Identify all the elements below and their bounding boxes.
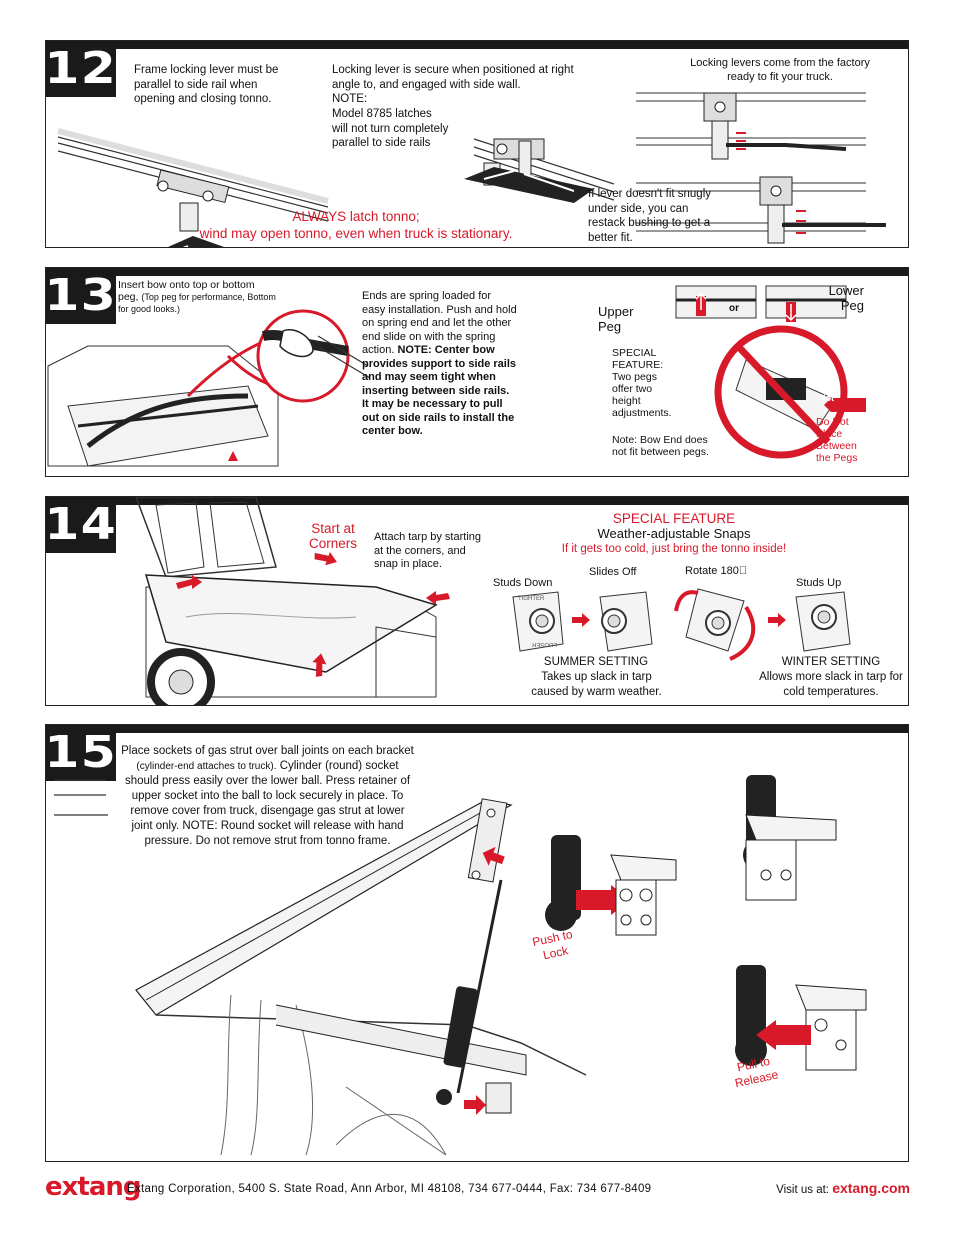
tarp-truck-illustration: [135, 497, 450, 705]
spring-note: Ends are spring loaded for easy installa…: [362, 290, 517, 437]
tighter-label: TIGHTER: [518, 596, 545, 602]
frame-lever-illustration: [57, 128, 329, 247]
cold-note: If it gets too cold, just bring the tonn…: [561, 543, 787, 555]
snap-settings-illustration: [512, 588, 851, 661]
factory-lever-illustration: [636, 92, 886, 244]
step-bar: [46, 268, 908, 276]
step-13-panel: 13 Insert bow onto top or bottom peg, (T…: [45, 267, 909, 477]
note-label: NOTE:: [332, 93, 368, 105]
studs-up-label: Studs Up: [796, 577, 842, 589]
visit-label: Visit us at:: [776, 1184, 829, 1196]
special-feature-heading: SPECIAL FEATURE: [612, 511, 736, 526]
step-14-panel: 14 Start at Corners Attach tarp by start…: [45, 496, 909, 706]
step-12-panel: 12 Frame locking lever must be parallel …: [45, 40, 909, 248]
lower-peg-label: Lower Peg: [828, 283, 864, 313]
insert-bow-note: Insert bow onto top or bottom peg, (Top …: [118, 279, 276, 314]
step-15-panel: 15 Place sockets of gas strut over ball …: [45, 724, 909, 1162]
step-bar: [46, 41, 908, 49]
step-bar: [46, 725, 908, 733]
or-label: or: [729, 303, 739, 314]
winter-desc: Allows more slack in tarp for cold tempe…: [759, 671, 903, 698]
winter-heading: WINTER SETTING: [781, 656, 881, 668]
not-label: Not: [819, 393, 834, 403]
restack-note: If lever doesn't fit snugly under side, …: [588, 188, 712, 244]
gas-strut-illustration: [54, 775, 867, 1156]
website-link[interactable]: extang.com: [832, 1180, 910, 1196]
company-address: Extang Corporation, 5400 S. State Road, …: [127, 1183, 652, 1195]
upper-peg-label: Upper Peg: [598, 304, 634, 334]
factory-note: Locking levers come from the factory rea…: [690, 57, 870, 83]
looser-label: LOOSER: [532, 641, 558, 647]
weather-heading: Weather-adjustable Snaps: [597, 526, 751, 541]
step-number: 14: [46, 497, 116, 553]
model-note: Model 8785 latches will not turn complet…: [332, 108, 449, 149]
step-number: 13: [46, 268, 116, 324]
bow-end-note: Note: Bow End does not fit between pegs.: [612, 434, 709, 458]
special-feature-note: SPECIAL FEATURE: Two pegs offer two heig…: [612, 347, 672, 419]
strut-instructions: Place sockets of gas strut over ball joi…: [121, 745, 414, 847]
latch-warning-line2: wind may open tonno, even when truck is …: [199, 226, 513, 241]
summer-heading: SUMMER SETTING: [543, 656, 649, 668]
step-bar: [46, 497, 908, 505]
secure-lever-illustration: [464, 138, 615, 203]
rotate-label: Rotate 180 : [685, 565, 748, 577]
secure-lever-note: Locking lever is secure when positioned …: [332, 64, 574, 91]
slides-off-label: Slides Off: [589, 566, 637, 578]
footer: extang Extang Corporation, 5400 S. State…: [45, 1172, 910, 1202]
step-number: 15: [46, 725, 116, 781]
website-line: Visit us at: extang.com: [776, 1180, 910, 1196]
attach-tarp-note: Attach tarp by starting at the corners, …: [374, 531, 481, 570]
summer-desc: Takes up slack in tarp caused by warm we…: [531, 671, 662, 698]
extang-logo: extang: [45, 1172, 141, 1202]
peg-illustration: [675, 285, 866, 459]
do-not-place-note: Do Not Place Between the Pegs: [816, 416, 858, 464]
latch-warning-line1: ALWAYS latch tonno;: [292, 209, 420, 224]
studs-down-label: Studs Down: [493, 577, 553, 589]
frame-lever-note: Frame locking lever must be parallel to …: [134, 64, 279, 105]
start-corners-label: Start at Corners: [308, 521, 357, 551]
truck-bow-illustration: [47, 309, 371, 467]
step-number: 12: [46, 41, 116, 97]
